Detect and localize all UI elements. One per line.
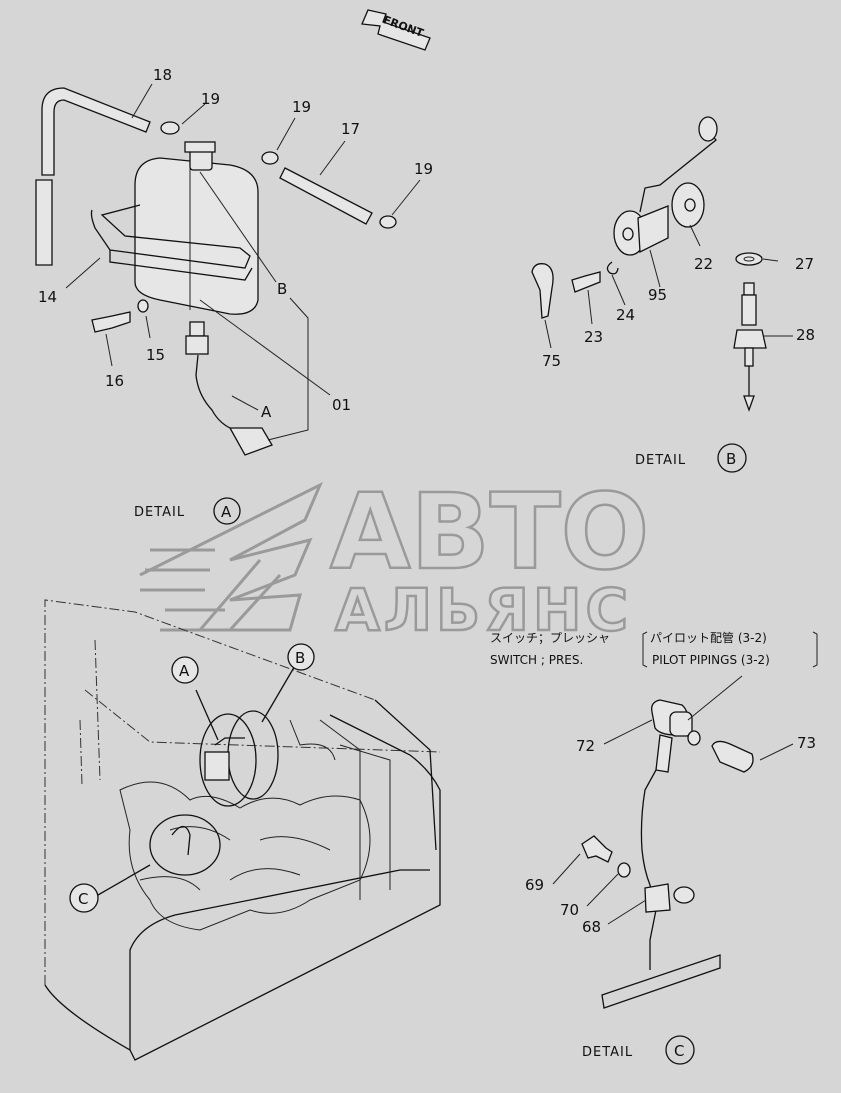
callout-c-letter: C: [78, 890, 88, 908]
callout-b: B: [287, 643, 315, 671]
part-27: 27: [795, 255, 814, 273]
watermark-logo: АВТО АЛЬЯНС: [139, 470, 650, 645]
detail-c-letter: C: [674, 1042, 684, 1060]
detail-b-text: DETAIL: [635, 453, 686, 468]
part-18: 18: [153, 66, 172, 84]
harness-68-icon: [640, 769, 657, 970]
float-icon: [698, 116, 718, 142]
front-arrow: FRONT: [361, 9, 431, 51]
part-01: 01: [332, 396, 351, 414]
switch-note-en-left: SWITCH ; PRES.: [490, 653, 583, 667]
part-95: 95: [648, 286, 667, 304]
part-72: 72: [576, 737, 595, 755]
part-14: 14: [38, 288, 57, 306]
detail-a-text: DETAIL: [134, 505, 185, 520]
callout-c: C: [69, 883, 99, 913]
watermark-emblem-icon: [139, 481, 323, 632]
part-19-b: 19: [292, 98, 311, 116]
part-75: 75: [542, 352, 561, 370]
detail-b-letter: B: [726, 450, 736, 468]
part-68: 68: [582, 918, 601, 936]
ring-24-icon: [606, 261, 619, 275]
detail-b-label: DETAIL B: [635, 443, 747, 473]
hose-17-icon: [279, 167, 373, 225]
part-16: 16: [105, 372, 124, 390]
cap-73-icon: [711, 740, 754, 773]
bracket-14-icon: [90, 204, 251, 269]
switch-note-en-right: PILOT PIPINGS (3-2): [652, 653, 770, 667]
part-69: 69: [525, 876, 544, 894]
sensor-28-icon: [733, 282, 767, 412]
detail-c-assembly: 72 73 69 70 68: [525, 675, 816, 1009]
switch-note-jp-right: パイロット配管 (3-2): [650, 630, 767, 645]
switch-note: スイッチ；プレッシャ パイロット配管 (3-2) SWITCH ; PRES. …: [490, 630, 818, 668]
washer-70-icon: [617, 862, 631, 878]
callout-a-letter: A: [179, 662, 190, 680]
reservoir-assembly: 18 19 19 17 19 14 B 15 16 01 A: [35, 66, 433, 456]
part-70: 70: [560, 901, 579, 919]
hose-18-lower-icon: [35, 179, 53, 266]
screw-23-icon: [571, 271, 601, 293]
switch-note-jp-left: スイッチ；プレッシャ: [490, 631, 610, 645]
detail-a-label: DETAIL A: [134, 497, 241, 525]
part-22: 22: [694, 255, 713, 273]
tank-01-icon: [134, 141, 259, 315]
clamp-19-a-icon: [160, 121, 180, 135]
part-23: 23: [584, 328, 603, 346]
frame-icon: [601, 954, 721, 1009]
washer-27-icon: [735, 252, 763, 266]
part-17: 17: [341, 120, 360, 138]
part-19-c: 19: [414, 160, 433, 178]
part-24: 24: [616, 306, 635, 324]
part-73: 73: [797, 734, 816, 752]
detail-a-letter: A: [221, 503, 232, 521]
part-a-ref: A: [261, 403, 272, 421]
hose-18-icon: [41, 87, 151, 176]
detail-c-label: DETAIL C: [582, 1035, 695, 1065]
detail-b-assembly: 22 27 28 24 95 23 75: [531, 116, 815, 412]
level-sensor-icon: [185, 321, 273, 456]
callout-a: A: [171, 656, 199, 684]
clamp-19-c-icon: [379, 215, 397, 229]
watermark-line-1: АВТО: [330, 471, 649, 593]
bolt-69-icon: [581, 835, 613, 863]
clamp-19-b-icon: [261, 151, 279, 165]
part-19-a: 19: [201, 90, 220, 108]
part-28: 28: [796, 326, 815, 344]
detail-c-text: DETAIL: [582, 1045, 633, 1060]
cap-75-icon: [531, 263, 554, 319]
machine-overview: [44, 599, 441, 1061]
washer-15-icon: [137, 299, 149, 313]
watermark-line-2: АЛЬЯНС: [335, 576, 632, 644]
part-15: 15: [146, 346, 165, 364]
pressure-switch-72-icon: [651, 699, 701, 773]
bolt-16-icon: [91, 311, 131, 333]
front-arrow-icon: [361, 9, 431, 51]
part-b-ref: B: [277, 280, 287, 298]
callout-b-letter: B: [295, 649, 305, 667]
